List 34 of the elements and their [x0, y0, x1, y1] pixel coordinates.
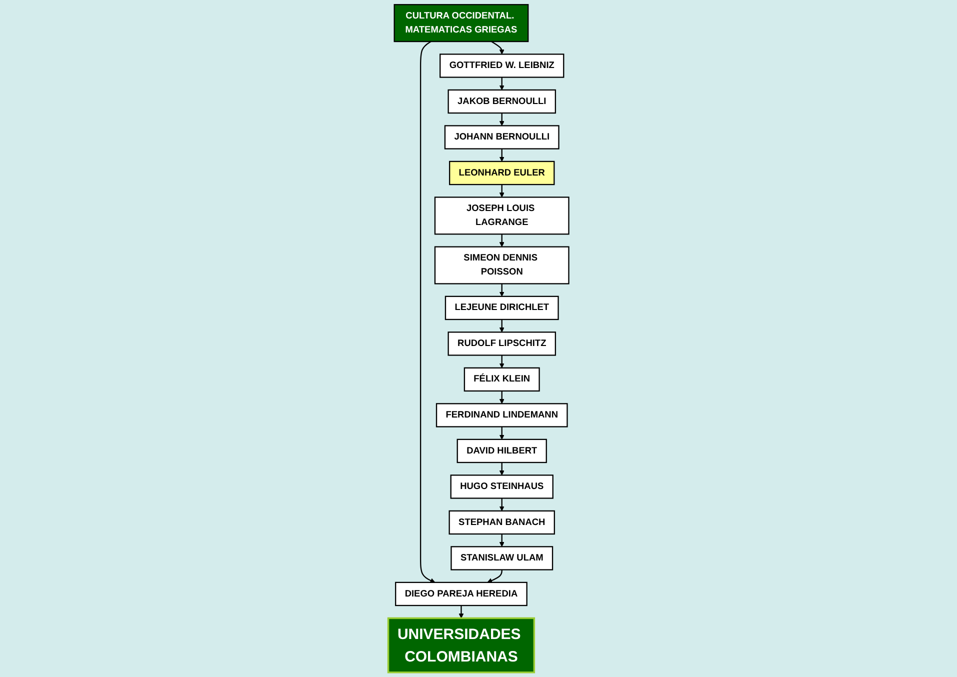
arrow — [420, 41, 436, 583]
node-box: STANISLAW ULAM — [450, 546, 554, 570]
arrow — [487, 570, 502, 583]
node-box: UNIVERSIDADES COLOMBIANAS — [387, 617, 536, 674]
arrow — [499, 113, 504, 126]
arrow — [499, 426, 504, 440]
node-box: RUDOLF LIPSCHITZ — [448, 332, 556, 356]
arrow — [499, 148, 504, 162]
arrow — [499, 534, 504, 547]
arrow — [499, 184, 504, 198]
node-box: STEPHAN BANACH — [448, 510, 555, 535]
node-box: JAKOB BERNOULLI — [448, 89, 556, 114]
node-box: GOTTFRIED W. LEIBNIZ — [440, 54, 564, 78]
arrow — [499, 355, 504, 368]
arrow — [499, 77, 504, 90]
arrow — [499, 284, 504, 297]
node-box: SIMEON DENNIS POISSON — [434, 246, 570, 284]
arrow — [458, 606, 464, 618]
node-box: DIEGO PAREJA HEREDIA — [395, 582, 528, 606]
arrow — [499, 319, 504, 332]
node-box: JOSEPH LOUIS LAGRANGE — [434, 196, 570, 235]
arrow — [499, 462, 504, 476]
arrow — [499, 498, 504, 512]
node-box: DAVID HILBERT — [456, 438, 547, 464]
arrow — [491, 41, 504, 54]
node-box: FÉLIX KLEIN — [464, 367, 540, 392]
arrow — [499, 390, 504, 404]
node-box: JOHANN BERNOULLI — [444, 125, 560, 150]
node-box: CULTURA OCCIDENTAL. MATEMATICAS GRIEGAS — [394, 4, 529, 42]
node-box: LEONHARD EULER — [448, 160, 555, 186]
arrow — [499, 234, 504, 248]
node-box: LEJEUNE DIRICHLET — [444, 296, 559, 320]
node-box: FERDINAND LINDEMANN — [436, 403, 568, 428]
node-box: HUGO STEINHAUS — [450, 474, 554, 499]
